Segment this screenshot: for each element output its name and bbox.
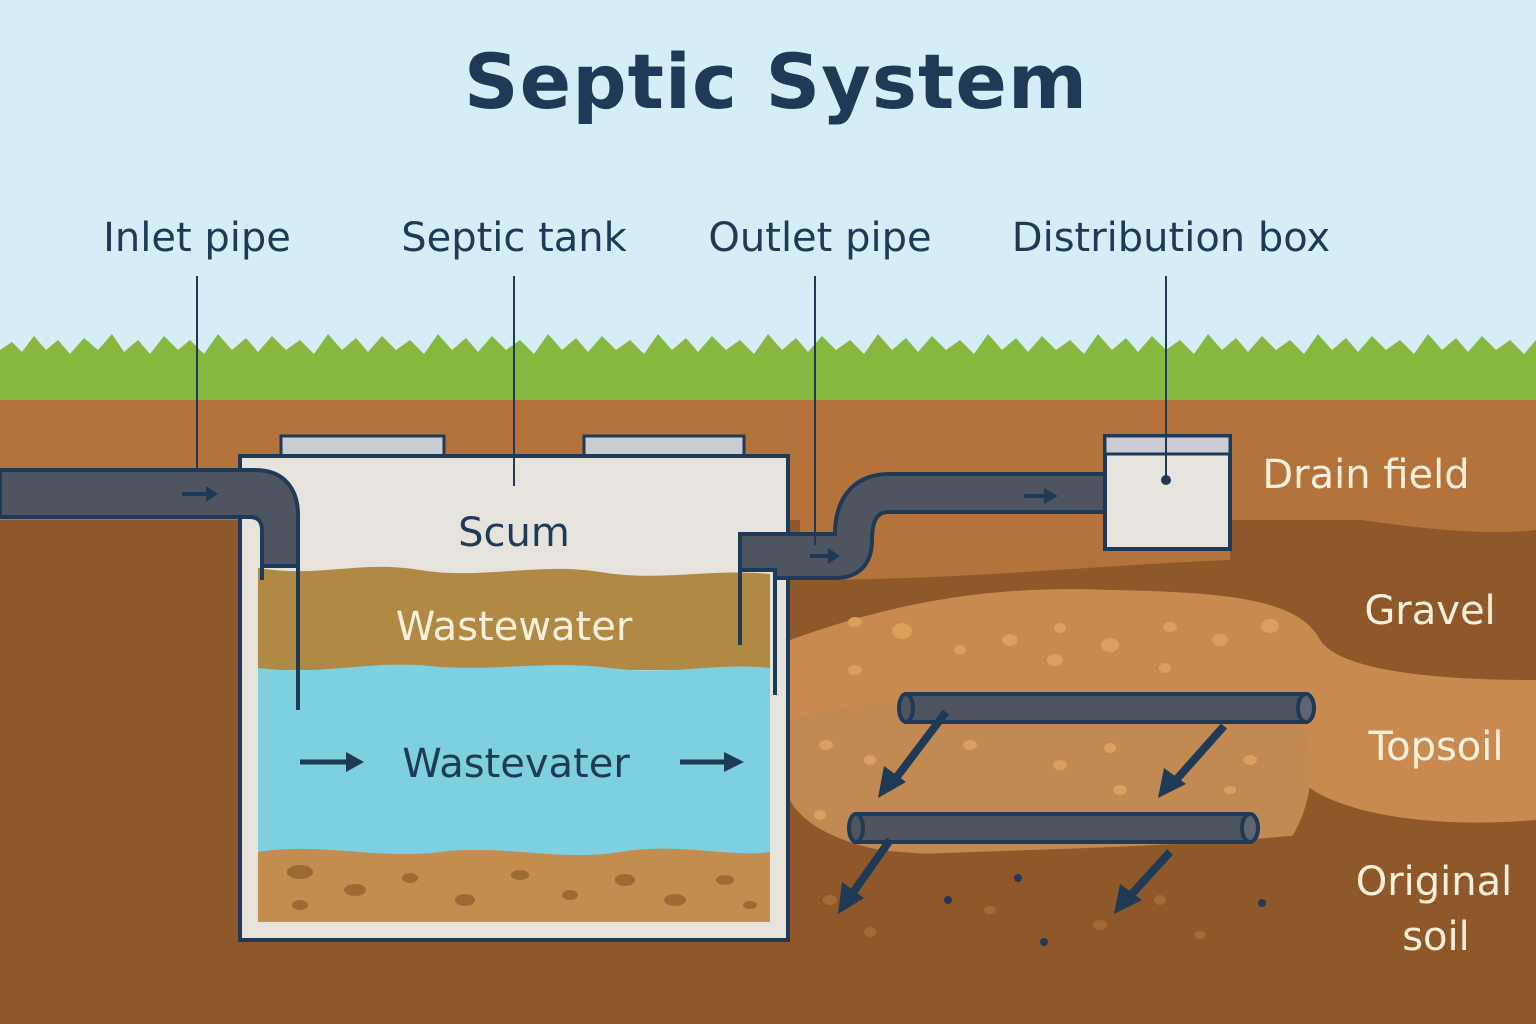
inlet-pipe	[0, 468, 300, 568]
wastewater-label: Wastewater	[396, 604, 633, 650]
drain-pipe-lower	[847, 812, 1260, 844]
outlet-flow-arrow-icon	[810, 548, 840, 564]
sky	[0, 0, 1536, 400]
drain-field-label: Drain field	[1262, 452, 1469, 498]
original-soil-label-line1: Original	[1356, 859, 1513, 905]
seep-arrow-4-icon	[1114, 849, 1173, 914]
gravel-pebbles	[848, 617, 1279, 675]
water-layer	[258, 664, 770, 860]
flow-arrow-icons	[182, 486, 1227, 914]
topsoil-label: Topsoil	[1367, 724, 1503, 770]
callout-leaders	[196, 276, 1167, 545]
sludge-layer	[258, 848, 770, 922]
box-flow-arrow-icon	[1024, 488, 1058, 504]
inlet-flow-arrow-icon	[182, 486, 218, 502]
grass	[0, 334, 1536, 405]
wastewater-brown-layer	[258, 566, 770, 670]
original-soil-label-line2: soil	[1402, 914, 1470, 960]
sludge-pebbles	[287, 865, 757, 910]
original-soil-band	[790, 830, 1536, 1024]
water-flow-arrow-right-icon	[680, 752, 744, 772]
seep-arrow-1-icon	[878, 709, 950, 798]
water-flow-arrow-left-icon	[300, 752, 364, 772]
seep-arrow-2-icon	[1158, 723, 1227, 798]
water-label: Wastevater	[402, 741, 630, 787]
septic-tank-label: Septic tank	[401, 215, 627, 261]
page-title: Septic System	[464, 37, 1088, 126]
scum-label: Scum	[458, 510, 570, 556]
original-soil-pebbles	[823, 895, 1206, 939]
distribution-box-label: Distribution box	[1012, 215, 1330, 261]
original-soil-specks	[944, 874, 1266, 946]
drain-pipe-upper	[897, 692, 1316, 724]
outlet-pipe-label: Outlet pipe	[708, 215, 931, 261]
distribution-box-dot	[1161, 475, 1171, 485]
inlet-pipe-label: Inlet pipe	[103, 215, 291, 261]
distribution-box-lid	[1103, 434, 1232, 456]
seep-arrow-3-icon	[838, 837, 894, 914]
topsoil-specks	[814, 740, 1257, 820]
gravel-label: Gravel	[1364, 588, 1495, 634]
